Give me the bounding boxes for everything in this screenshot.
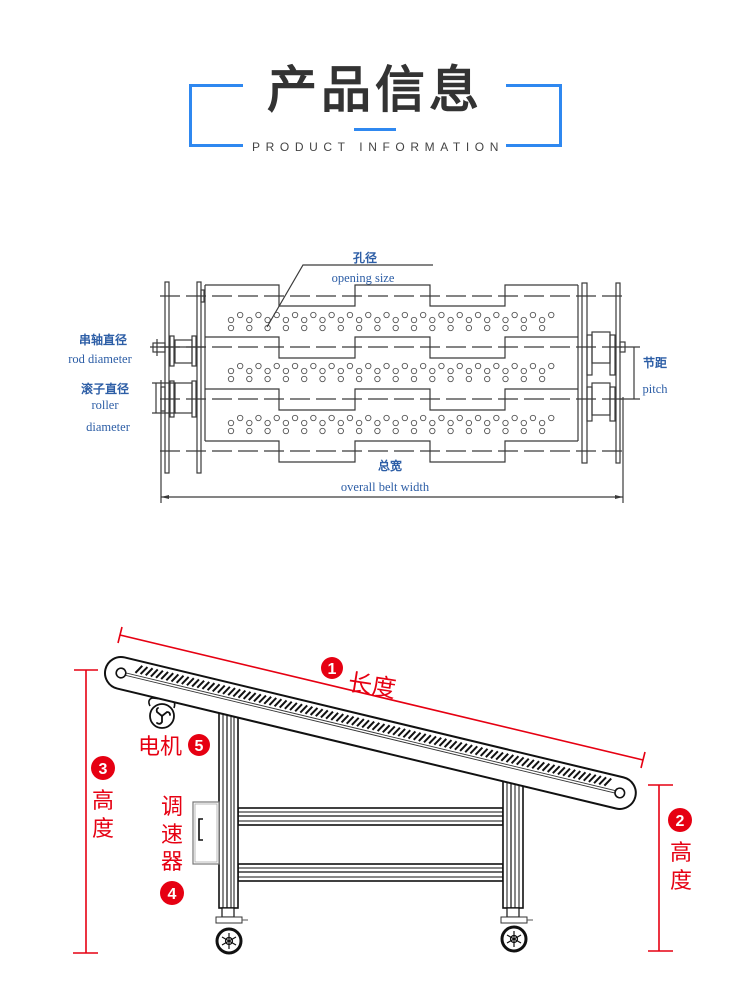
left-roller — [174, 382, 193, 414]
left-link-plate — [191, 335, 197, 367]
rod-diameter-label-en: rod diameter — [68, 352, 132, 366]
right-link-plate — [586, 334, 593, 376]
number-badge-1 — [321, 657, 343, 679]
number-badge-4 — [160, 881, 184, 905]
left-height-label-char: 高 — [92, 789, 114, 814]
bracket-right-top — [506, 84, 562, 87]
bracket-left-top — [189, 84, 243, 87]
left-link-plate — [169, 335, 175, 367]
frame-leg-right — [502, 774, 524, 909]
length-label: 长度 — [346, 668, 398, 703]
roller-diameter-label-en-1: roller — [91, 398, 119, 412]
rod-diameter-label-zh: 串轴直径 — [79, 332, 127, 347]
number-badge-5 — [188, 734, 210, 756]
right-height-label-char: 度 — [670, 869, 692, 894]
number-badge-5-text: 5 — [195, 738, 204, 755]
dimension-tick — [117, 626, 123, 644]
frame-crossbar — [237, 807, 504, 826]
pitch-label-en: pitch — [643, 382, 669, 396]
frame-crossbar — [237, 863, 504, 882]
roller-diameter-label-en-2: diameter — [86, 420, 131, 434]
bracket-left-side — [189, 84, 192, 147]
motor-icon — [148, 697, 176, 729]
caster-wheel-left — [215, 907, 248, 955]
plate-joint-lines — [205, 284, 578, 463]
speed-controller-label-char: 调 — [161, 795, 183, 820]
bracket-right-side — [559, 84, 562, 147]
left-link-plate — [169, 380, 175, 418]
roller-diameter-label-zh: 滚子直径 — [81, 381, 129, 396]
pitch-label-zh: 节距 — [643, 355, 667, 370]
right-link-plate — [609, 386, 616, 422]
right-roller — [591, 331, 611, 364]
left-height-label-char: 度 — [92, 817, 114, 842]
speed-controller-box — [192, 801, 220, 865]
frame-leg-left — [218, 704, 239, 909]
opening-size-label-zh: 孔径 — [353, 250, 377, 265]
dimension-tick — [640, 751, 646, 769]
number-badge-3-text: 3 — [99, 761, 108, 778]
right-link-plate — [609, 334, 616, 376]
caster-wheel-right — [500, 907, 533, 953]
section-title: 产品信息 — [267, 61, 483, 119]
overall-width-label-zh: 总宽 — [378, 458, 402, 473]
right-link-plate — [586, 386, 593, 422]
bracket-right-bottom — [506, 144, 562, 147]
speed-controller-label-char: 速 — [161, 823, 183, 848]
left-inner-side-plate — [196, 281, 202, 474]
right-height-label-char: 高 — [670, 841, 692, 866]
motor-label: 电机 — [138, 735, 182, 760]
perforation-holes — [227, 311, 555, 435]
title-underline — [354, 128, 396, 131]
conveyor-side-diagram: 1 长度 3 高 度 2 高 度 调 速 器 4 电机 5 — [73, 626, 692, 955]
length-dimension-line — [119, 634, 644, 761]
belt-plan-diagram: 孔径 opening size 串轴直径 rod diameter 滚子直径 r… — [68, 250, 668, 503]
bracket-left-bottom — [189, 144, 243, 147]
number-badge-1-text: 1 — [328, 661, 337, 678]
overall-width-label-en: overall belt width — [341, 480, 430, 494]
opening-size-leader — [266, 264, 433, 328]
right-inner-side-plate — [581, 282, 588, 464]
inclined-belt — [104, 656, 637, 810]
arrow-head-icon — [615, 495, 623, 499]
left-outer-side-plate — [164, 281, 170, 474]
number-badge-4-text: 4 — [168, 886, 177, 903]
left-link-plate — [200, 289, 205, 303]
right-roller — [591, 382, 611, 416]
number-badge-2-text: 2 — [676, 813, 685, 830]
number-badge-3 — [91, 756, 115, 780]
opening-size-label-en: opening size — [332, 271, 395, 285]
right-outer-side-plate — [615, 282, 621, 464]
arrow-head-icon — [161, 495, 169, 499]
left-roller — [174, 339, 193, 364]
number-badge-2 — [668, 808, 692, 832]
speed-controller-label-char: 器 — [161, 850, 183, 875]
belt-hatching — [134, 665, 612, 787]
head-pulley-icon — [115, 667, 127, 679]
section-subtitle: PRODUCT INFORMATION — [252, 140, 504, 154]
tail-pulley-icon — [614, 787, 626, 799]
